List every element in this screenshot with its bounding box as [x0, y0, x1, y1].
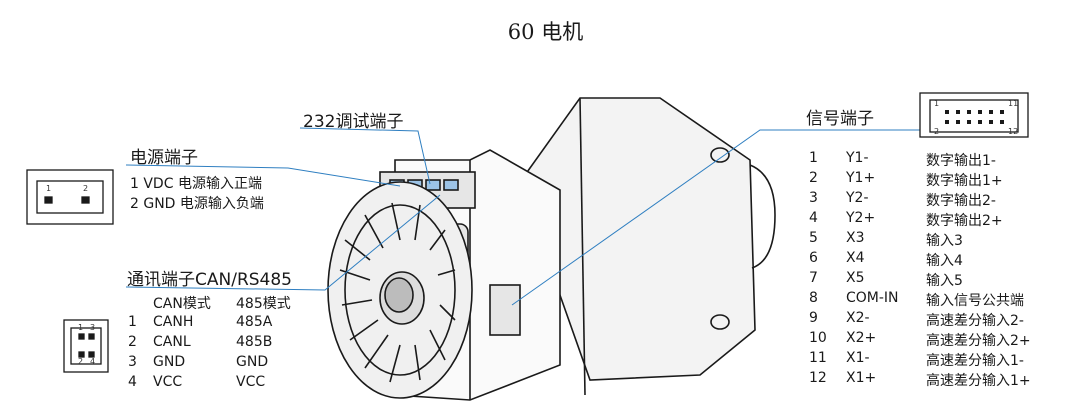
signal-row-desc: 输入4: [926, 253, 963, 269]
debug-terminal-label: 232调试端子: [303, 112, 404, 132]
comm-row-can: GND: [153, 354, 186, 370]
comm-row-485: VCC: [236, 374, 266, 390]
comm-row-485: GND: [236, 354, 269, 370]
comm-row-485: 485B: [236, 334, 273, 350]
signal-row-num: 4: [809, 210, 818, 226]
comm-row-num: 3: [128, 354, 137, 370]
signal-row-num: 7: [809, 270, 818, 286]
signal-row-code: X5: [846, 270, 865, 286]
signal-row-num: 11: [809, 350, 827, 366]
signal-row-desc: 高速差分输入1-: [926, 353, 1024, 369]
comm-header-485: 485模式: [236, 296, 291, 312]
comm-pin-label: 2: [78, 357, 84, 366]
comm-pin-label: 3: [90, 323, 96, 332]
signal-row-num: 8: [809, 290, 818, 306]
comm-row-can: VCC: [153, 374, 183, 390]
signal-row-desc: 数字输出1-: [926, 153, 996, 169]
power-row: 2 GND 电源输入负端: [130, 196, 264, 212]
comm-pin-label: 4: [90, 357, 96, 366]
comm-row-485: 485A: [236, 314, 273, 330]
signal-pin-label: 11: [1008, 99, 1019, 108]
comm-row-can: CANH: [153, 314, 194, 330]
power-pin-label: 2: [83, 184, 89, 193]
signal-row-num: 3: [809, 190, 818, 206]
signal-row-num: 10: [809, 330, 827, 346]
comm-row-can: CANL: [153, 334, 191, 350]
signal-row-code: Y1-: [846, 150, 869, 166]
signal-row-code: X3: [846, 230, 865, 246]
signal-row-num: 5: [809, 230, 818, 246]
signal-row-num: 6: [809, 250, 818, 266]
signal-terminal-label: 信号端子: [806, 109, 874, 129]
signal-row-desc: 输入3: [926, 233, 963, 249]
signal-row-desc: 高速差分输入2+: [926, 333, 1031, 349]
signal-row-desc: 输入5: [926, 273, 963, 289]
signal-row-code: Y1+: [846, 170, 876, 186]
signal-row-code: X1+: [846, 370, 877, 386]
signal-row-desc: 高速差分输入1+: [926, 373, 1031, 389]
signal-pin-label: 2: [934, 127, 940, 136]
comm-pin-label: 1: [78, 323, 84, 332]
comm-connector-icon: [63, 319, 109, 373]
signal-row-num: 2: [809, 170, 818, 186]
comm-header-can: CAN模式: [153, 296, 211, 312]
signal-row-code: Y2+: [846, 210, 876, 226]
comm-row-num: 1: [128, 314, 137, 330]
power-connector-icon: [26, 169, 114, 225]
signal-row-code: X4: [846, 250, 865, 266]
signal-row-desc: 数字输出2-: [926, 193, 996, 209]
signal-row-desc: 输入信号公共端: [926, 293, 1024, 309]
power-pin-label: 1: [46, 184, 52, 193]
signal-row-num: 9: [809, 310, 818, 326]
power-row: 1 VDC 电源输入正端: [130, 176, 262, 192]
signal-row-desc: 数字输出2+: [926, 213, 1003, 229]
signal-row-code: X2-: [846, 310, 870, 326]
signal-row-code: Y2-: [846, 190, 869, 206]
signal-row-code: X1-: [846, 350, 870, 366]
signal-connector-icon: [919, 92, 1029, 138]
leader-lines: [125, 127, 920, 306]
signal-row-code: X2+: [846, 330, 877, 346]
signal-row-desc: 高速差分输入2-: [926, 313, 1024, 329]
comm-row-num: 2: [128, 334, 137, 350]
power-terminal-label: 电源端子: [130, 148, 198, 168]
signal-pin-label: 1: [934, 99, 940, 108]
motor-illustration: [327, 97, 776, 401]
page-title: 60 电机: [507, 20, 584, 44]
signal-pin-label: 12: [1008, 127, 1019, 136]
comm-terminal-label: 通讯端子CAN/RS485: [127, 270, 292, 290]
signal-row-num: 1: [809, 150, 818, 166]
signal-row-num: 12: [809, 370, 827, 386]
signal-row-desc: 数字输出1+: [926, 173, 1003, 189]
comm-row-num: 4: [128, 374, 137, 390]
signal-row-code: COM-IN: [846, 290, 899, 306]
